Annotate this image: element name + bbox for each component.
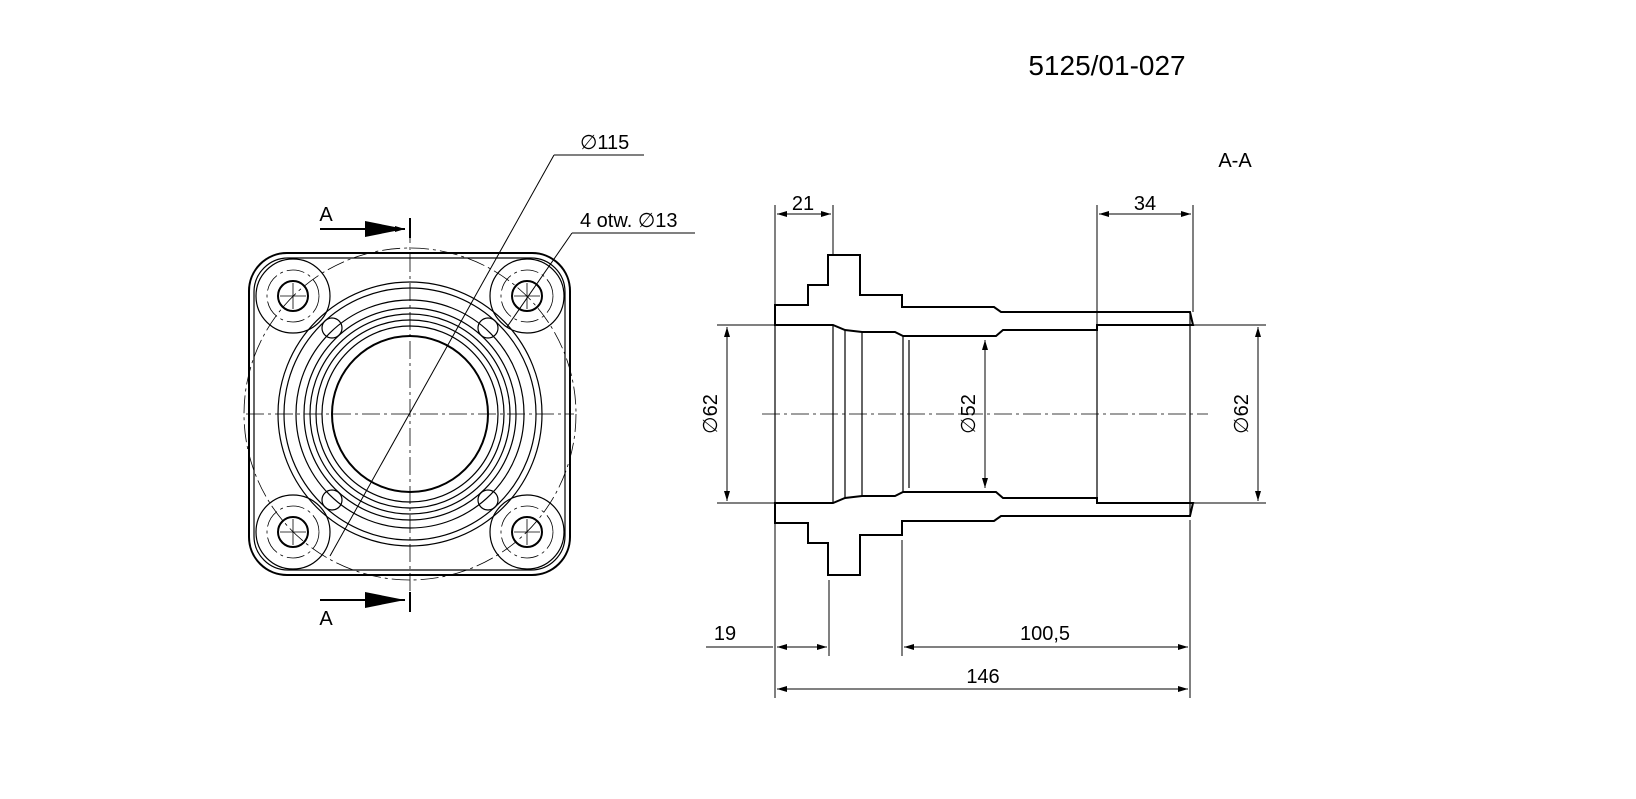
bolt-hole-top-left	[255, 258, 331, 334]
section-upper-wall	[774, 254, 1195, 337]
dim-flange-to-end: 100,5	[1020, 623, 1070, 645]
section-mark-bottom: A	[319, 608, 333, 630]
bolt-hole-bottom-right	[489, 494, 565, 570]
front-view: A A ∅115 4 otw. ∅13	[243, 132, 695, 630]
dim-face-to-flange: 19	[714, 623, 736, 645]
dim-left-bore: ∅62	[700, 394, 722, 434]
section-view: ∅62 ∅52 ∅62 21 34 19 100,5 146	[700, 193, 1266, 698]
drawing-number: 5125/01-027	[1028, 50, 1185, 81]
dim-overall-length: 146	[966, 666, 999, 688]
bolt-hole-bottom-left	[255, 494, 331, 570]
bolt-circle-dimension: ∅115	[580, 132, 629, 154]
section-mark-top: A	[319, 204, 333, 226]
bolt-hole-top-right	[489, 258, 565, 334]
hole-dimension: 4 otw. ∅13	[580, 210, 677, 232]
dim-mid-bore: ∅52	[958, 394, 980, 434]
dim-right-bore: ∅62	[1231, 394, 1253, 434]
dim-counterbore-length: 34	[1134, 193, 1156, 215]
dim-flange-width: 21	[792, 193, 814, 215]
section-lower-wall	[774, 491, 1195, 576]
bolt-circle	[243, 247, 577, 581]
section-view-label: A-A	[1218, 150, 1252, 172]
